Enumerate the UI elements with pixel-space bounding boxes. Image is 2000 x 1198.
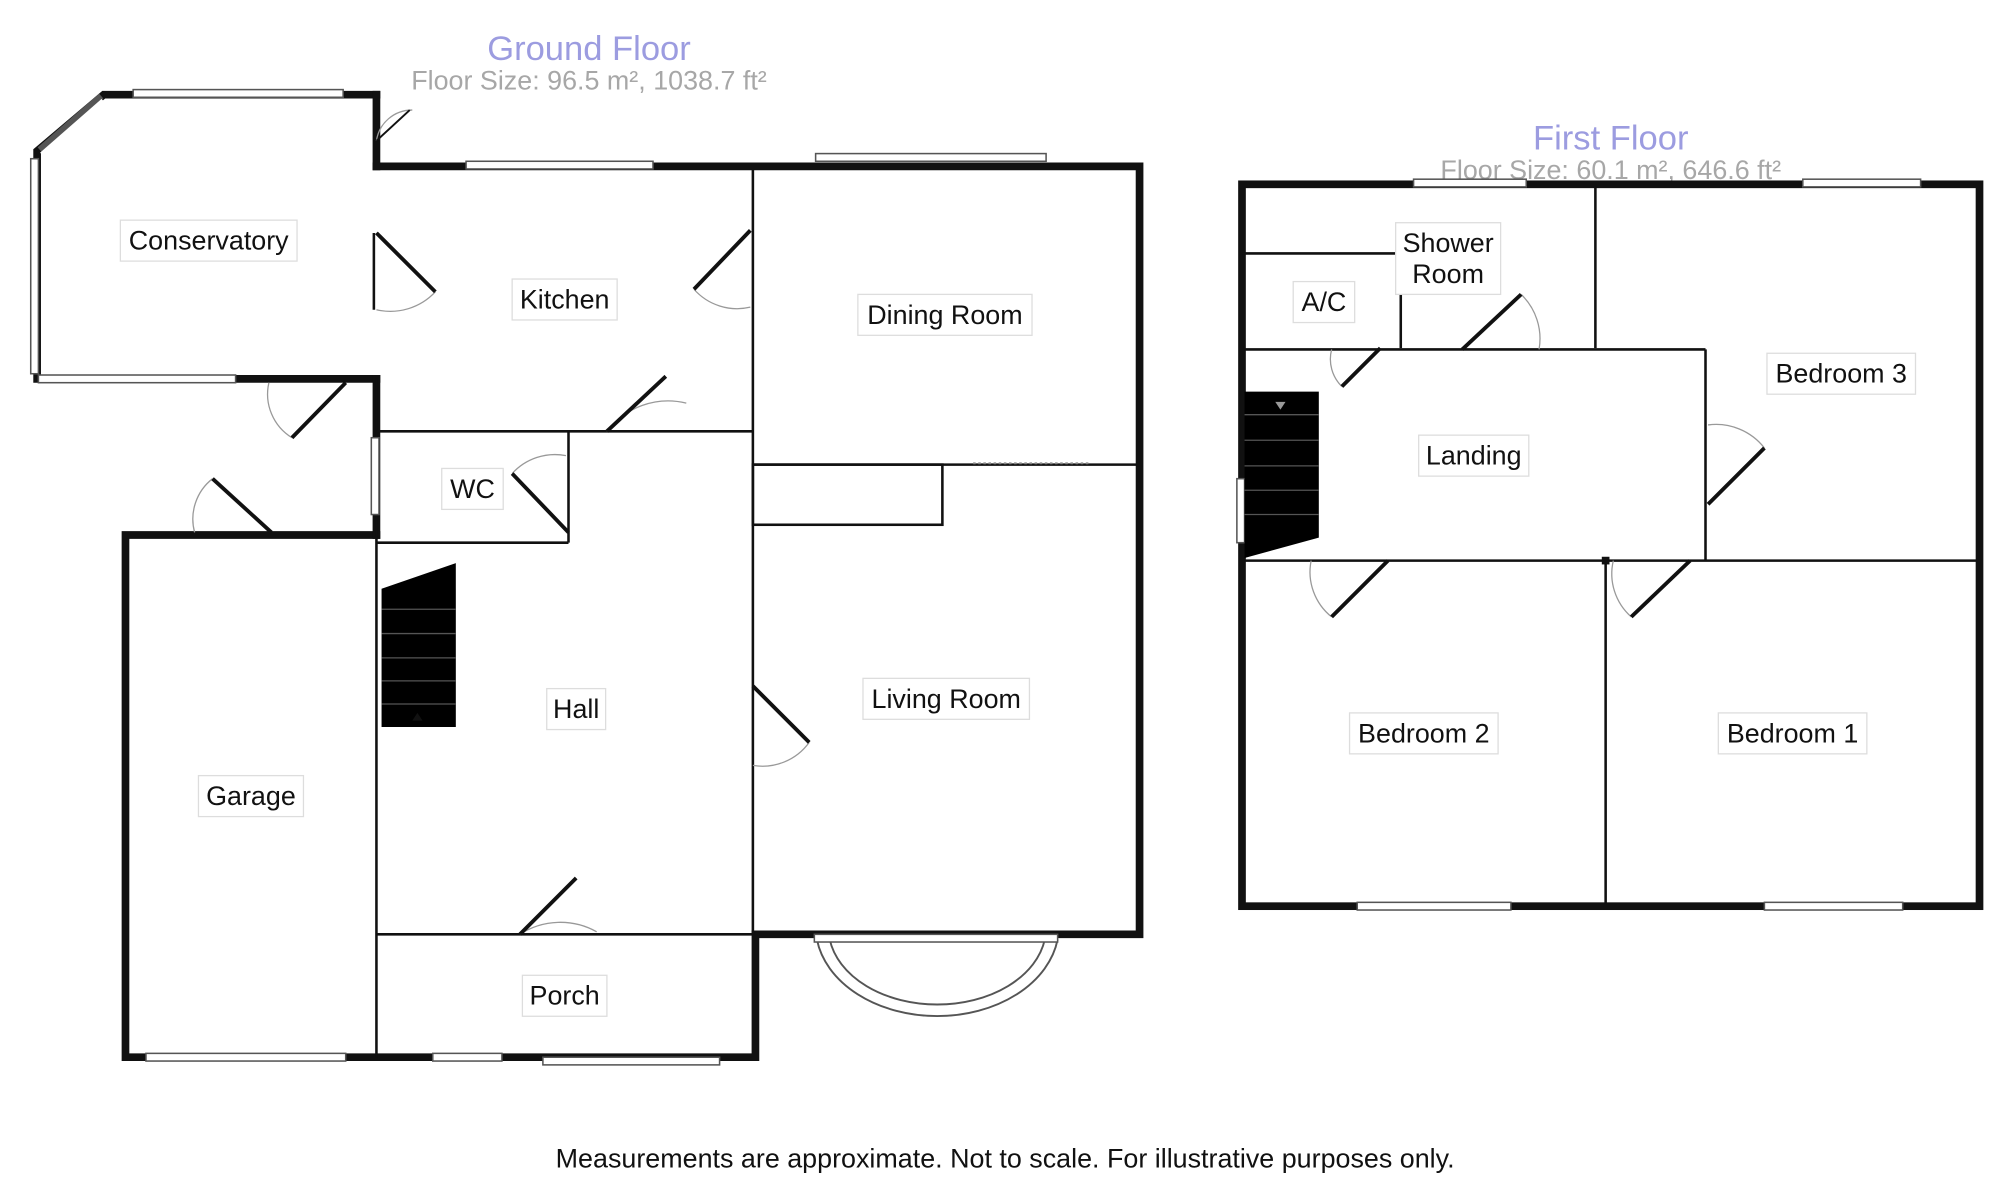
- first-floor-labels: Shower Room A/C Bedroom 3 Landing Bedroo…: [1292, 222, 1917, 755]
- room-label-wc: WC: [450, 474, 495, 504]
- room-label-shower-room-line2: Room: [1412, 259, 1484, 289]
- room-label-kitchen: Kitchen: [520, 284, 610, 314]
- room-label-garage: Garage: [206, 781, 296, 811]
- first-floor-title: First Floor: [1533, 120, 1688, 158]
- room-label-bedroom-1: Bedroom 1: [1727, 718, 1858, 748]
- room-label-dining-room: Dining Room: [867, 300, 1022, 330]
- room-label-living-room: Living Room: [872, 684, 1021, 714]
- room-label-shower-room-line1: Shower: [1403, 228, 1494, 258]
- ground-floor-title: Ground Floor: [487, 30, 691, 68]
- room-label-hall: Hall: [553, 694, 599, 724]
- ground-floor-size: Floor Size: 96.5 m², 1038.7 ft²: [411, 66, 767, 96]
- room-label-conservatory: Conservatory: [129, 226, 289, 256]
- ground-floor-windows: [29, 88, 1047, 1066]
- first-floor-stairs: [1244, 391, 1319, 559]
- first-floor-doors: [1309, 292, 1766, 619]
- room-label-landing: Landing: [1426, 441, 1522, 471]
- first-floor-windows: [1236, 178, 1922, 911]
- ground-floor-stairs: [381, 563, 456, 727]
- bay-window: [813, 933, 1059, 1018]
- ground-floor-doors: [192, 109, 811, 936]
- room-label-bedroom-3: Bedroom 3: [1775, 359, 1906, 389]
- ground-floor-labels: Conservatory Kitchen Dining Room WC Livi…: [119, 219, 1033, 1017]
- room-label-bedroom-2: Bedroom 2: [1358, 718, 1489, 748]
- room-label-ac: A/C: [1302, 287, 1347, 317]
- room-label-porch: Porch: [530, 981, 600, 1011]
- disclaimer-text: Measurements are approximate. Not to sca…: [556, 1143, 1455, 1173]
